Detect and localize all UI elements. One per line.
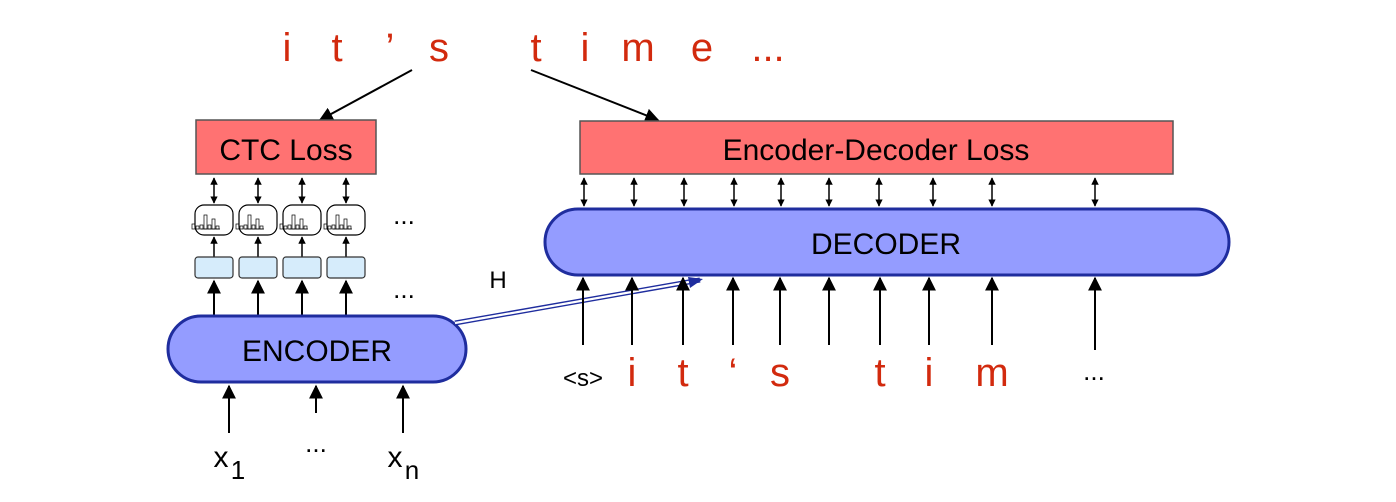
- encoder-block: ENCODER: [166, 314, 468, 384]
- start-token: <s>: [563, 365, 603, 392]
- hidden-cell: [282, 256, 322, 279]
- decoder-input-char: ‘: [729, 351, 738, 395]
- arrow-to-encdec-loss: [530, 69, 660, 122]
- ctc-loss-box: CTC Loss: [195, 119, 377, 175]
- decoder-input-char: t: [874, 351, 885, 395]
- decoder-block: DECODER: [543, 207, 1231, 277]
- input-base: x: [214, 441, 229, 474]
- decoder-input-char: i: [925, 351, 934, 395]
- encoder-label: ENCODER: [242, 335, 392, 368]
- encoder-decoder-loss-box: Encoder-Decoder Loss: [579, 120, 1174, 175]
- output-char: m: [621, 26, 654, 70]
- softmax-distribution-icon: [191, 204, 234, 236]
- softmax-distribution-icon: [323, 204, 366, 236]
- output-char: i: [283, 26, 292, 70]
- hidden-state-label: H: [489, 267, 506, 294]
- output-char: t: [331, 26, 342, 70]
- output-char: t: [530, 26, 541, 70]
- output-char: ’: [386, 26, 395, 70]
- decoder-input-char: m: [975, 351, 1008, 395]
- softmax-distribution-icon: [235, 204, 278, 236]
- ctc-ellipsis-top: ...: [393, 200, 415, 230]
- input-subscript: n: [405, 455, 419, 485]
- output-char: e: [691, 26, 713, 70]
- output-char: i: [581, 26, 590, 70]
- output-ellipsis: ...: [751, 26, 784, 70]
- decoder-columns: [576, 177, 1102, 350]
- encoder-input-xn: x n: [388, 441, 420, 485]
- ctc-ellipsis-bottom: ...: [393, 274, 415, 304]
- hidden-cell: [194, 256, 234, 279]
- hidden-state-connection: [454, 277, 703, 326]
- encoder-input-ellipsis: ...: [305, 428, 327, 458]
- hidden-cell: [238, 256, 278, 279]
- decoder-input-char: t: [677, 351, 688, 395]
- ctc-columns: [191, 177, 366, 316]
- decoder-input-ellipsis: ...: [1083, 356, 1105, 386]
- arrow-to-ctc-loss: [318, 69, 413, 121]
- input-subscript: 1: [231, 455, 245, 485]
- softmax-distribution-icon: [279, 204, 322, 236]
- hidden-cell: [326, 256, 366, 279]
- encoder-input-x1: x 1: [214, 441, 246, 485]
- decoder-input-char: i: [628, 351, 637, 395]
- output-char: s: [429, 26, 449, 70]
- output-sequence: i t ’ s t i m e ...: [283, 26, 785, 70]
- encoder-decoder-loss-label: Encoder-Decoder Loss: [723, 134, 1030, 167]
- decoder-input-char: s: [770, 351, 790, 395]
- ctc-loss-label: CTC Loss: [219, 134, 352, 167]
- input-base: x: [388, 441, 403, 474]
- decoder-label: DECODER: [811, 228, 961, 261]
